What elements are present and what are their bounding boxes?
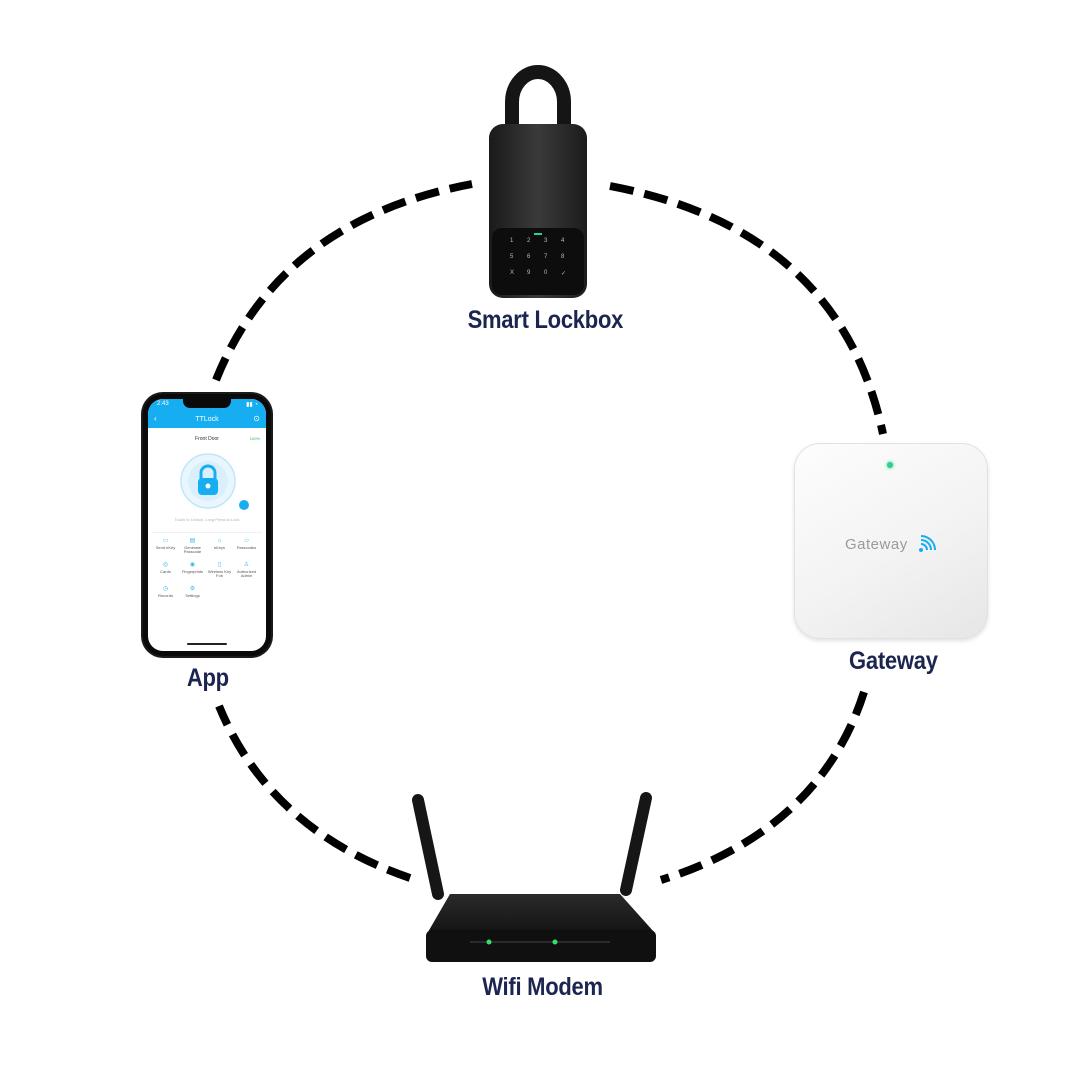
connector-lockbox-gateway xyxy=(609,182,887,435)
wifi-modem-image xyxy=(412,792,656,962)
keypad-key: 7 xyxy=(544,254,548,260)
menu-wireless-key-fob[interactable]: ▯Wireless Key Fob xyxy=(207,562,232,578)
lock-name: Front Door xyxy=(195,436,219,442)
lockbox-image xyxy=(489,65,587,298)
wifi-signal-icon xyxy=(919,535,936,552)
connector-modem-app xyxy=(215,704,412,882)
menu-cards[interactable]: ◎Cards xyxy=(152,562,179,574)
keypad-key: 0 xyxy=(544,270,548,276)
signal-icon: ▮▮ ◔ xyxy=(246,402,258,408)
connector-gateway-modem xyxy=(659,690,868,884)
menu-generate-passcode[interactable]: ▤Generate Passcode xyxy=(179,538,206,555)
menu-send-ekey[interactable]: ▭Send eKey xyxy=(152,538,179,550)
menu-settings[interactable]: ⚙Settings xyxy=(179,586,206,598)
phone-device: 2:43 ▮▮ ◔ ‹ TTLock ⊙ Front Door 100% Tou… xyxy=(141,392,273,658)
settings-icon[interactable]: ⊙ xyxy=(253,414,260,423)
status-time: 2:43 xyxy=(157,401,169,407)
fingerprint-icon: ◉ xyxy=(189,562,196,568)
lockbox-keypad: 1 2 3 4 5 6 7 8 X 9 0 ✓ xyxy=(500,236,578,284)
keypad-key: 3 xyxy=(544,238,548,244)
smart-lockbox-device: 1 2 3 4 5 6 7 8 X 9 0 ✓ xyxy=(486,64,590,300)
send-ekey-icon: ▭ xyxy=(162,538,169,544)
keypad-key: X xyxy=(510,270,515,276)
keypad-key: 8 xyxy=(561,254,565,260)
connector-app-lockbox xyxy=(212,180,473,382)
label-gateway: Gateway xyxy=(849,647,938,675)
label-wifi-modem: Wifi Modem xyxy=(482,973,603,1001)
keypad-key: 6 xyxy=(527,254,531,260)
key-icon: ⌂ xyxy=(217,538,222,544)
home-indicator xyxy=(187,643,227,645)
card-icon: ◎ xyxy=(162,562,169,568)
unlock-button[interactable] xyxy=(180,453,236,509)
passcodes-icon: ▱ xyxy=(244,538,249,544)
passcode-icon: ▤ xyxy=(189,538,196,544)
app-header xyxy=(148,412,266,428)
label-app: App xyxy=(186,664,229,692)
notch xyxy=(183,399,231,408)
keypad-key: ✓ xyxy=(561,271,567,277)
unlock-hint: Touch to Unlock, Long Press to Lock xyxy=(174,517,240,522)
menu-ekeys[interactable]: ⌂eKeys xyxy=(206,538,233,550)
label-smart-lockbox: Smart Lockbox xyxy=(467,306,624,334)
app-title: TTLock xyxy=(195,416,219,423)
fob-icon[interactable] xyxy=(239,500,249,510)
gateway-device-text: Gateway xyxy=(845,536,908,553)
admin-icon: ♙ xyxy=(243,562,250,568)
fob-menu-icon: ▯ xyxy=(217,562,222,568)
menu-fingerprints[interactable]: ◉Fingerprints xyxy=(179,562,206,574)
menu-records[interactable]: ◷Records xyxy=(152,586,179,598)
keypad-key: 1 xyxy=(510,238,514,244)
settings-menu-icon: ⚙ xyxy=(189,586,196,592)
keypad-key: 9 xyxy=(527,270,531,276)
keypad-key: 5 xyxy=(510,254,514,260)
battery-indicator: 100% xyxy=(249,436,260,441)
gateway-status-led xyxy=(887,462,893,468)
gateway-device: Gateway xyxy=(794,443,988,639)
keypad-key: 4 xyxy=(561,238,565,244)
back-icon[interactable]: ‹ xyxy=(154,414,157,423)
menu-passcodes[interactable]: ▱Passcodes xyxy=(233,538,260,550)
records-icon: ◷ xyxy=(162,586,169,592)
menu-authorized-admin[interactable]: ♙Authorized Admin xyxy=(233,562,260,579)
divider xyxy=(152,532,262,533)
app-screen: 2:43 ▮▮ ◔ ‹ TTLock ⊙ Front Door 100% Tou… xyxy=(148,399,266,651)
keypad-key: 2 xyxy=(527,238,531,244)
